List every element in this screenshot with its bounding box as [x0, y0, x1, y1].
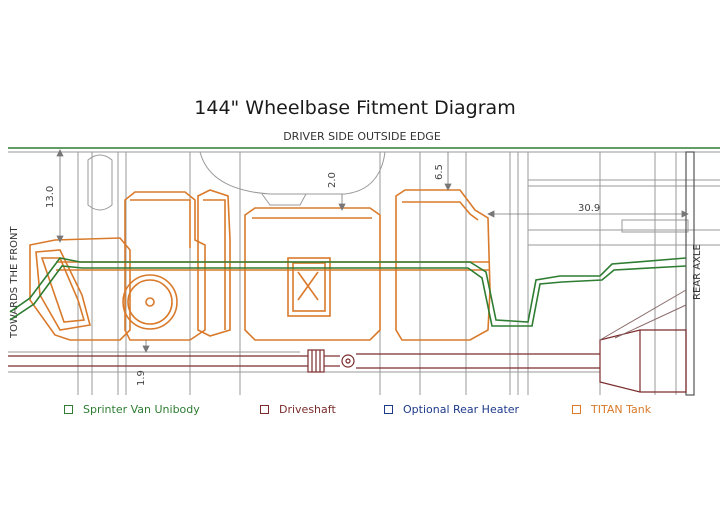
- titan-tank: [29, 189, 491, 341]
- sprinter-unibody: [8, 147, 720, 327]
- legend-item-rear-heater: Optional Rear Heater: [384, 400, 519, 418]
- dimension-1-9: 1.9: [136, 370, 147, 386]
- legend-swatch-unibody: [64, 404, 73, 414]
- legend-swatch-titan-tank: [572, 404, 581, 414]
- legend-swatch-rear-heater: [384, 404, 393, 414]
- rear-axle: REAR AXLE: [685, 151, 703, 396]
- legend-item-titan-tank: TITAN Tank: [572, 400, 651, 418]
- legend-item-driveshaft: Driveshaft: [260, 400, 336, 418]
- dimension-lines: [56, 149, 689, 353]
- rear-suspension-lines: [599, 289, 687, 341]
- legend-item-unibody: Sprinter Van Unibody: [64, 400, 200, 418]
- driver-side-label: DRIVER SIDE OUTSIDE EDGE: [283, 130, 441, 143]
- driveshaft: [8, 329, 687, 393]
- legend-label-titan-tank: TITAN Tank: [591, 402, 652, 416]
- legend-swatch-driveshaft: [260, 404, 269, 414]
- dimension-2-0: 2.0: [327, 172, 338, 188]
- dimension-6-5: 6.5: [434, 164, 445, 180]
- legend-label-rear-heater: Optional Rear Heater: [403, 402, 520, 416]
- rear-axle-label: REAR AXLE: [692, 244, 703, 300]
- dimension-30-9: 30.9: [578, 203, 600, 214]
- towards-front-label: TOWARDS THE FRONT: [9, 225, 20, 339]
- legend-label-driveshaft: Driveshaft: [279, 402, 336, 416]
- diagram-title: 144" Wheelbase Fitment Diagram: [194, 97, 515, 119]
- legend-label-unibody: Sprinter Van Unibody: [83, 402, 200, 416]
- dimension-13-0: 13.0: [45, 186, 56, 208]
